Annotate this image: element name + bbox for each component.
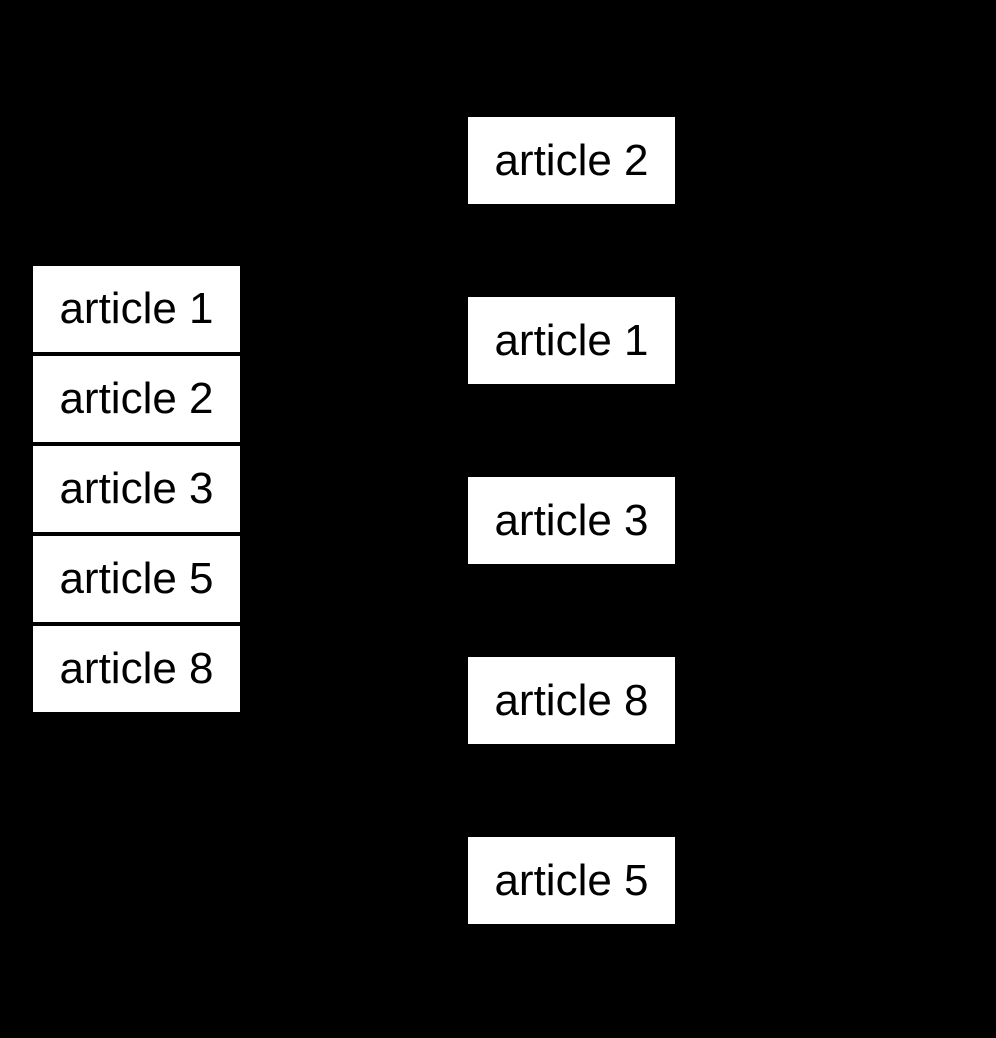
article-box: article 5	[468, 837, 675, 924]
article-box: article 1	[468, 297, 675, 384]
article-box: article 3	[468, 477, 675, 564]
article-box: article 2	[468, 117, 675, 204]
right-article-list: article 2 article 1 article 3 article 8 …	[468, 117, 675, 924]
article-box: article 3	[33, 446, 240, 532]
article-box: article 1	[33, 266, 240, 352]
article-box: article 5	[33, 536, 240, 622]
article-box: article 8	[33, 626, 240, 712]
article-box: article 8	[468, 657, 675, 744]
left-article-list: article 1 article 2 article 3 article 5 …	[33, 266, 240, 712]
article-box: article 2	[33, 356, 240, 442]
